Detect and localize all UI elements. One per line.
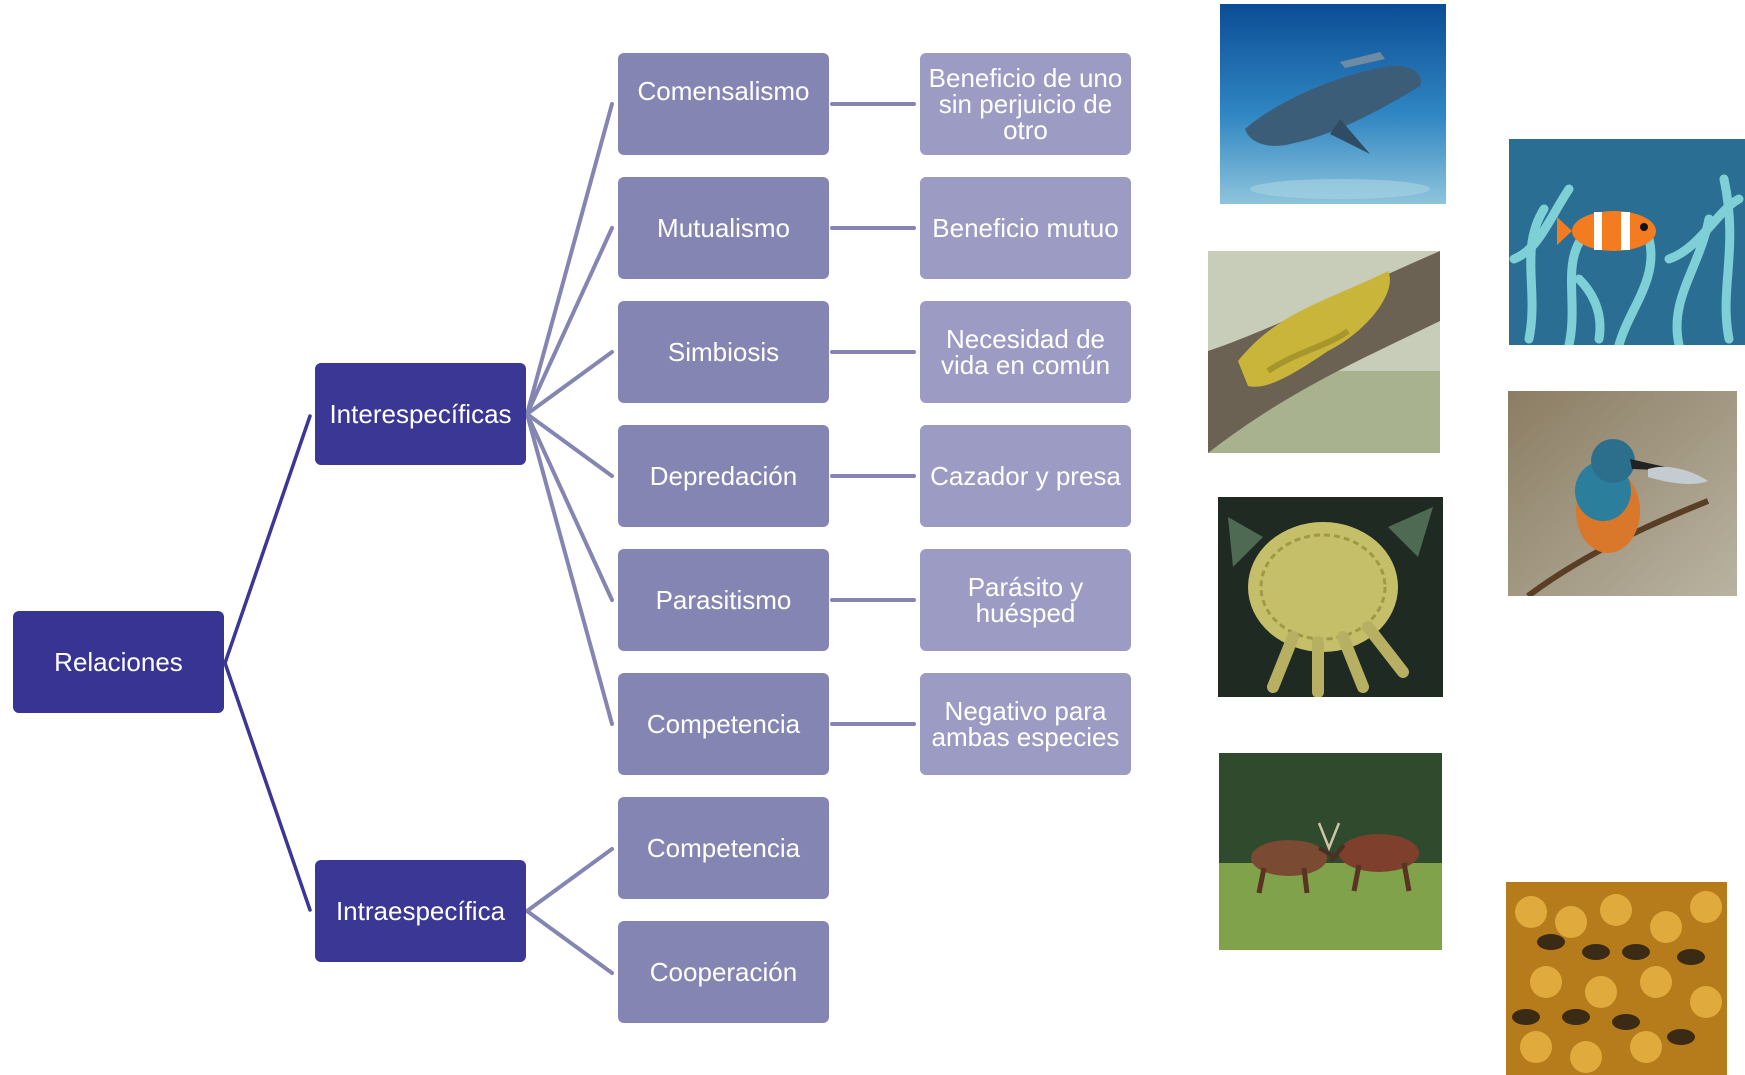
connector-inter-item <box>525 412 614 478</box>
relation-node-competencia-intra: Competencia <box>618 797 829 899</box>
connector-inter-item <box>525 412 614 602</box>
connector-intra-item <box>525 847 614 913</box>
connector-inter-item <box>525 226 614 416</box>
relation-node-simbiosis: Simbiosis <box>618 301 829 403</box>
shark-with-remoras-photo <box>1220 4 1446 204</box>
connector-inter-item <box>525 102 614 416</box>
description-node: Beneficio mutuo <box>920 177 1131 279</box>
connector-root-intra <box>223 661 312 912</box>
root-node: Relaciones <box>13 611 224 713</box>
group-node-interespecificas: Interespecíficas <box>315 363 526 465</box>
relation-node-cooperacion: Cooperación <box>618 921 829 1023</box>
connector-inter-item <box>525 412 614 726</box>
lichen-on-branch-photo <box>1208 251 1440 453</box>
description-node: Parásito y huésped <box>920 549 1131 651</box>
connector-root-inter <box>223 414 312 665</box>
description-node: Cazador y presa <box>920 425 1131 527</box>
honeybees-comb-photo <box>1506 882 1727 1075</box>
relation-node-parasitismo: Parasitismo <box>618 549 829 651</box>
relation-node-depredacion: Depredación <box>618 425 829 527</box>
group-node-intraespecifica: Intraespecífica <box>315 860 526 962</box>
deer-fighting-photo <box>1219 753 1442 950</box>
kingfisher-with-fish-photo <box>1508 391 1737 596</box>
relation-node-mutualismo: Mutualismo <box>618 177 829 279</box>
mite-microscope-photo <box>1218 497 1443 697</box>
connector-inter-item <box>525 350 614 416</box>
description-node: Beneficio de uno sin perjuicio de otro <box>920 53 1131 155</box>
relation-node-competencia-inter: Competencia <box>618 673 829 775</box>
relation-node-comensalismo: Comensalismo <box>618 53 829 155</box>
description-node: Negativo para ambas especies <box>920 673 1131 775</box>
description-node: Necesidad de vida en común <box>920 301 1131 403</box>
connector-intra-item <box>525 909 614 975</box>
clownfish-anemone-photo <box>1509 139 1745 345</box>
